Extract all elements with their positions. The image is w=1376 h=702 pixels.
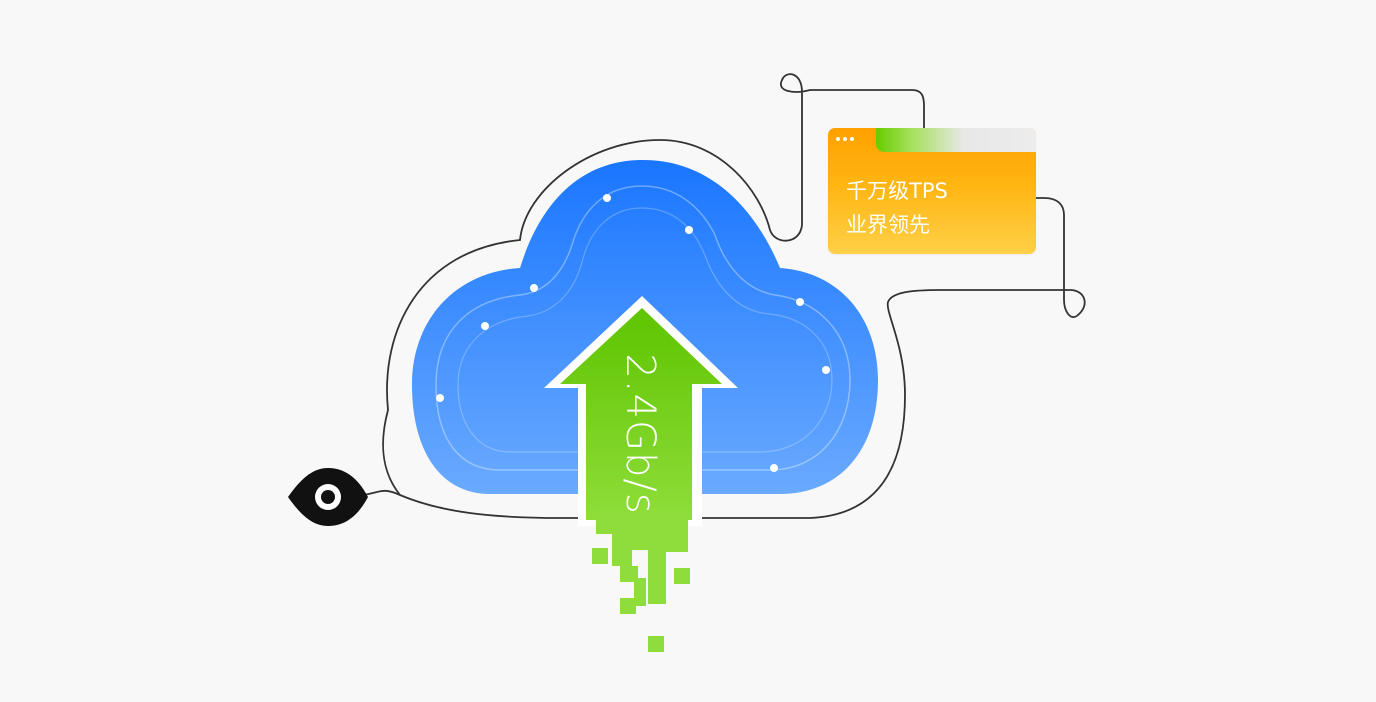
card-line-1: 千万级TPS bbox=[846, 179, 948, 203]
window-dot bbox=[836, 137, 840, 141]
arrow-pixel-tail bbox=[592, 510, 690, 652]
cloud-inner-line bbox=[435, 185, 851, 471]
tps-card: 千万级TPS 业界领先 bbox=[828, 128, 1036, 254]
cloud-dots bbox=[436, 194, 830, 472]
card-text: 千万级TPS 业界领先 bbox=[846, 174, 948, 242]
window-dot bbox=[850, 137, 854, 141]
eye-icon bbox=[288, 468, 368, 526]
cloud-outline bbox=[354, 197, 1086, 519]
window-dots bbox=[836, 137, 854, 141]
card-title-bar bbox=[828, 128, 1036, 152]
cloud-inner-line-2 bbox=[457, 207, 833, 453]
card-tab bbox=[876, 128, 1036, 152]
window-dot bbox=[843, 137, 847, 141]
cloud-outline-top bbox=[382, 73, 925, 496]
card-line-2: 业界领先 bbox=[846, 213, 930, 237]
arrow-speed-label: 2.4Gb/s bbox=[617, 353, 663, 515]
upload-arrow bbox=[560, 308, 722, 520]
